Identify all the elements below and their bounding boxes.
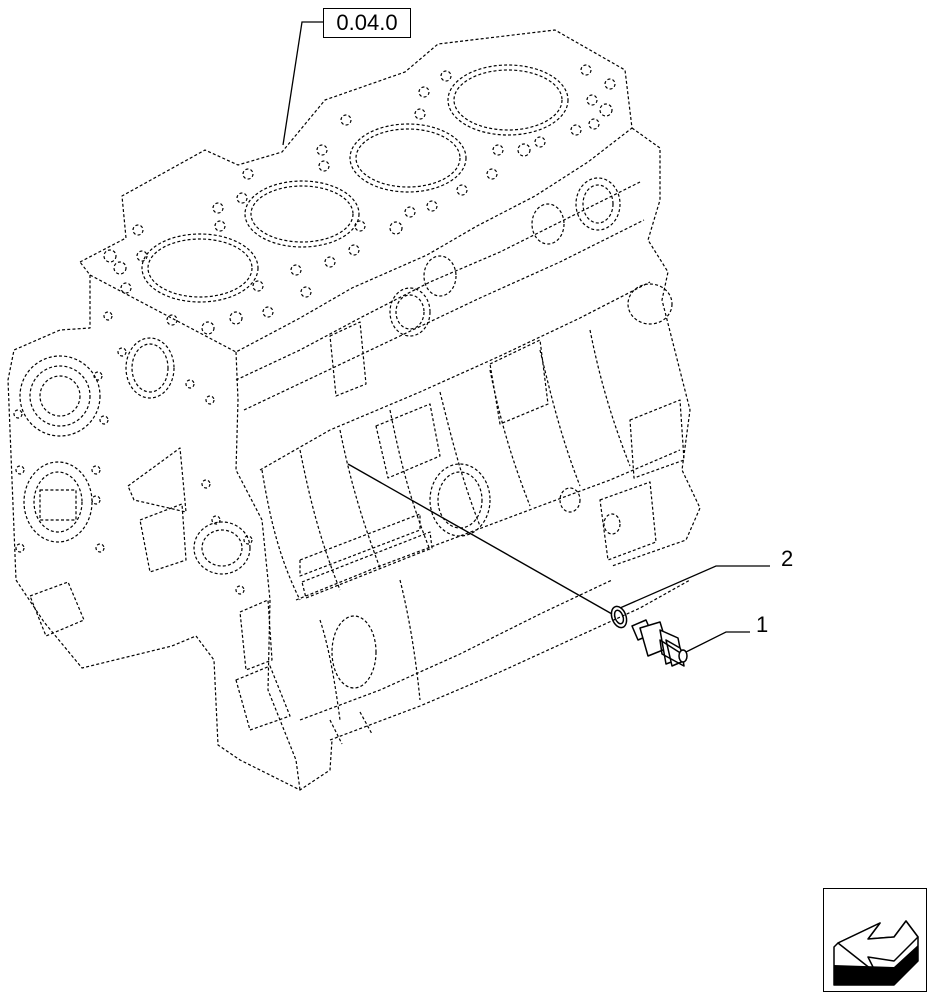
front-flywheel-mount — [23, 461, 93, 543]
back-navigation-button[interactable] — [823, 888, 927, 992]
part-1-sensor — [631, 619, 688, 667]
front-boss-mid — [125, 337, 175, 399]
callout-1-label: 1 — [756, 612, 769, 637]
bore-4 — [447, 64, 569, 136]
part-2-oring — [610, 605, 628, 629]
front-bolt-holes — [13, 311, 253, 595]
block-top-deck — [79, 29, 633, 353]
block-lower-skirt — [259, 281, 651, 471]
side-port-1 — [389, 287, 431, 337]
callout-1-leader — [685, 631, 750, 653]
reference-leader — [282, 21, 323, 146]
callout-2-leader — [619, 565, 770, 609]
assembly-axis-line — [347, 463, 613, 615]
reference-box[interactable]: 0.04.0 — [323, 8, 411, 38]
side-port-2 — [575, 177, 621, 231]
block-front-face — [7, 275, 333, 791]
side-rib-1 — [261, 469, 301, 601]
block-right-edge — [611, 127, 701, 567]
front-boss-large — [19, 355, 101, 437]
deck-holes — [103, 64, 616, 335]
bore-2 — [244, 180, 360, 248]
arrow-back-icon — [833, 920, 919, 986]
block-side-ridge — [235, 181, 641, 381]
bore-3 — [349, 123, 467, 193]
block-front-top — [235, 351, 301, 791]
callout-2-label: 2 — [781, 546, 794, 571]
bore-1 — [141, 233, 259, 303]
front-seal-bore — [193, 521, 251, 575]
